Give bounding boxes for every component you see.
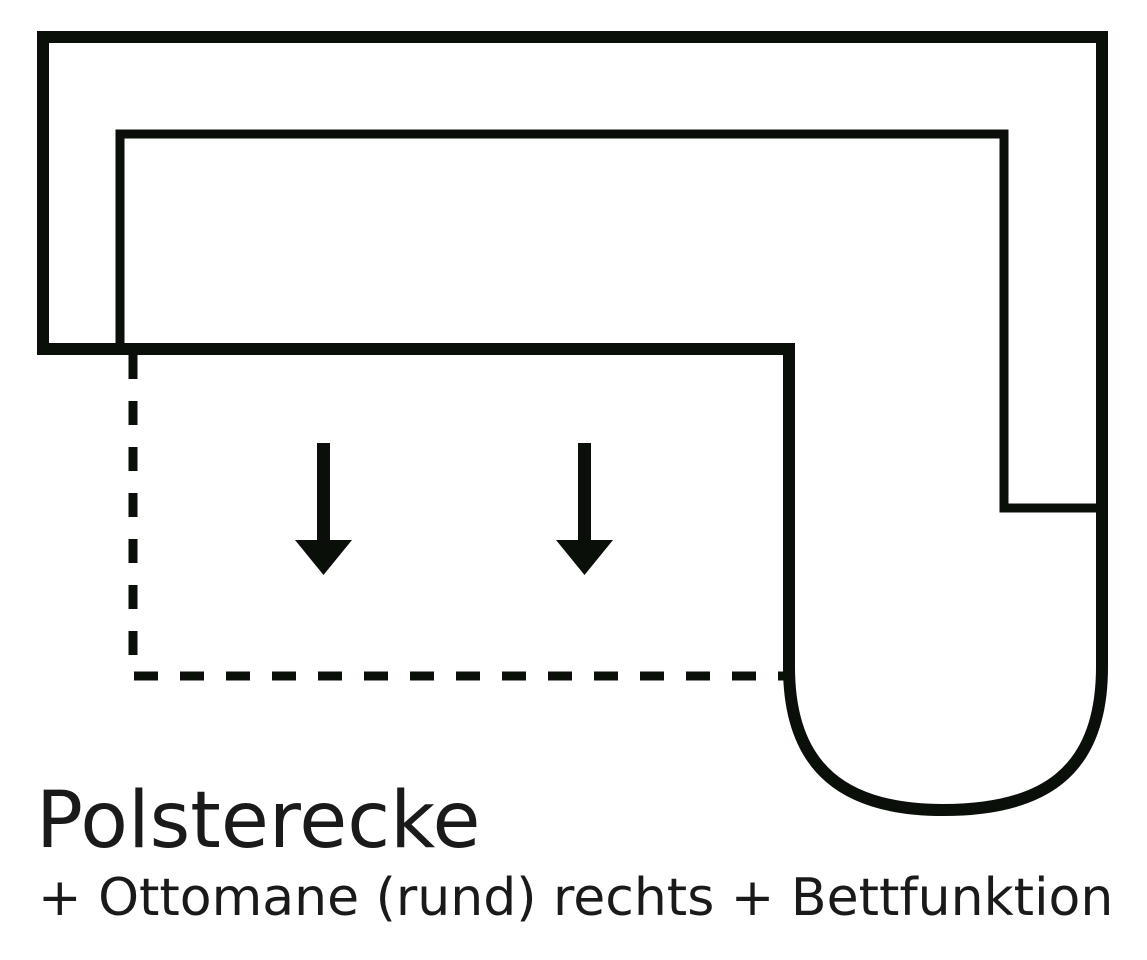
product-subtitle: + Ottomane (rund) rechts + Bettfunktion — [38, 868, 1114, 928]
sofa-seat-outline — [115, 129, 1102, 513]
bed-extension-dashed-outline — [128, 355, 789, 681]
sofa-outer-outline — [37, 31, 1108, 817]
product-title: Polsterecke — [36, 776, 481, 866]
arrow-down-icon — [556, 443, 613, 575]
arrow-down-icon — [295, 443, 352, 575]
